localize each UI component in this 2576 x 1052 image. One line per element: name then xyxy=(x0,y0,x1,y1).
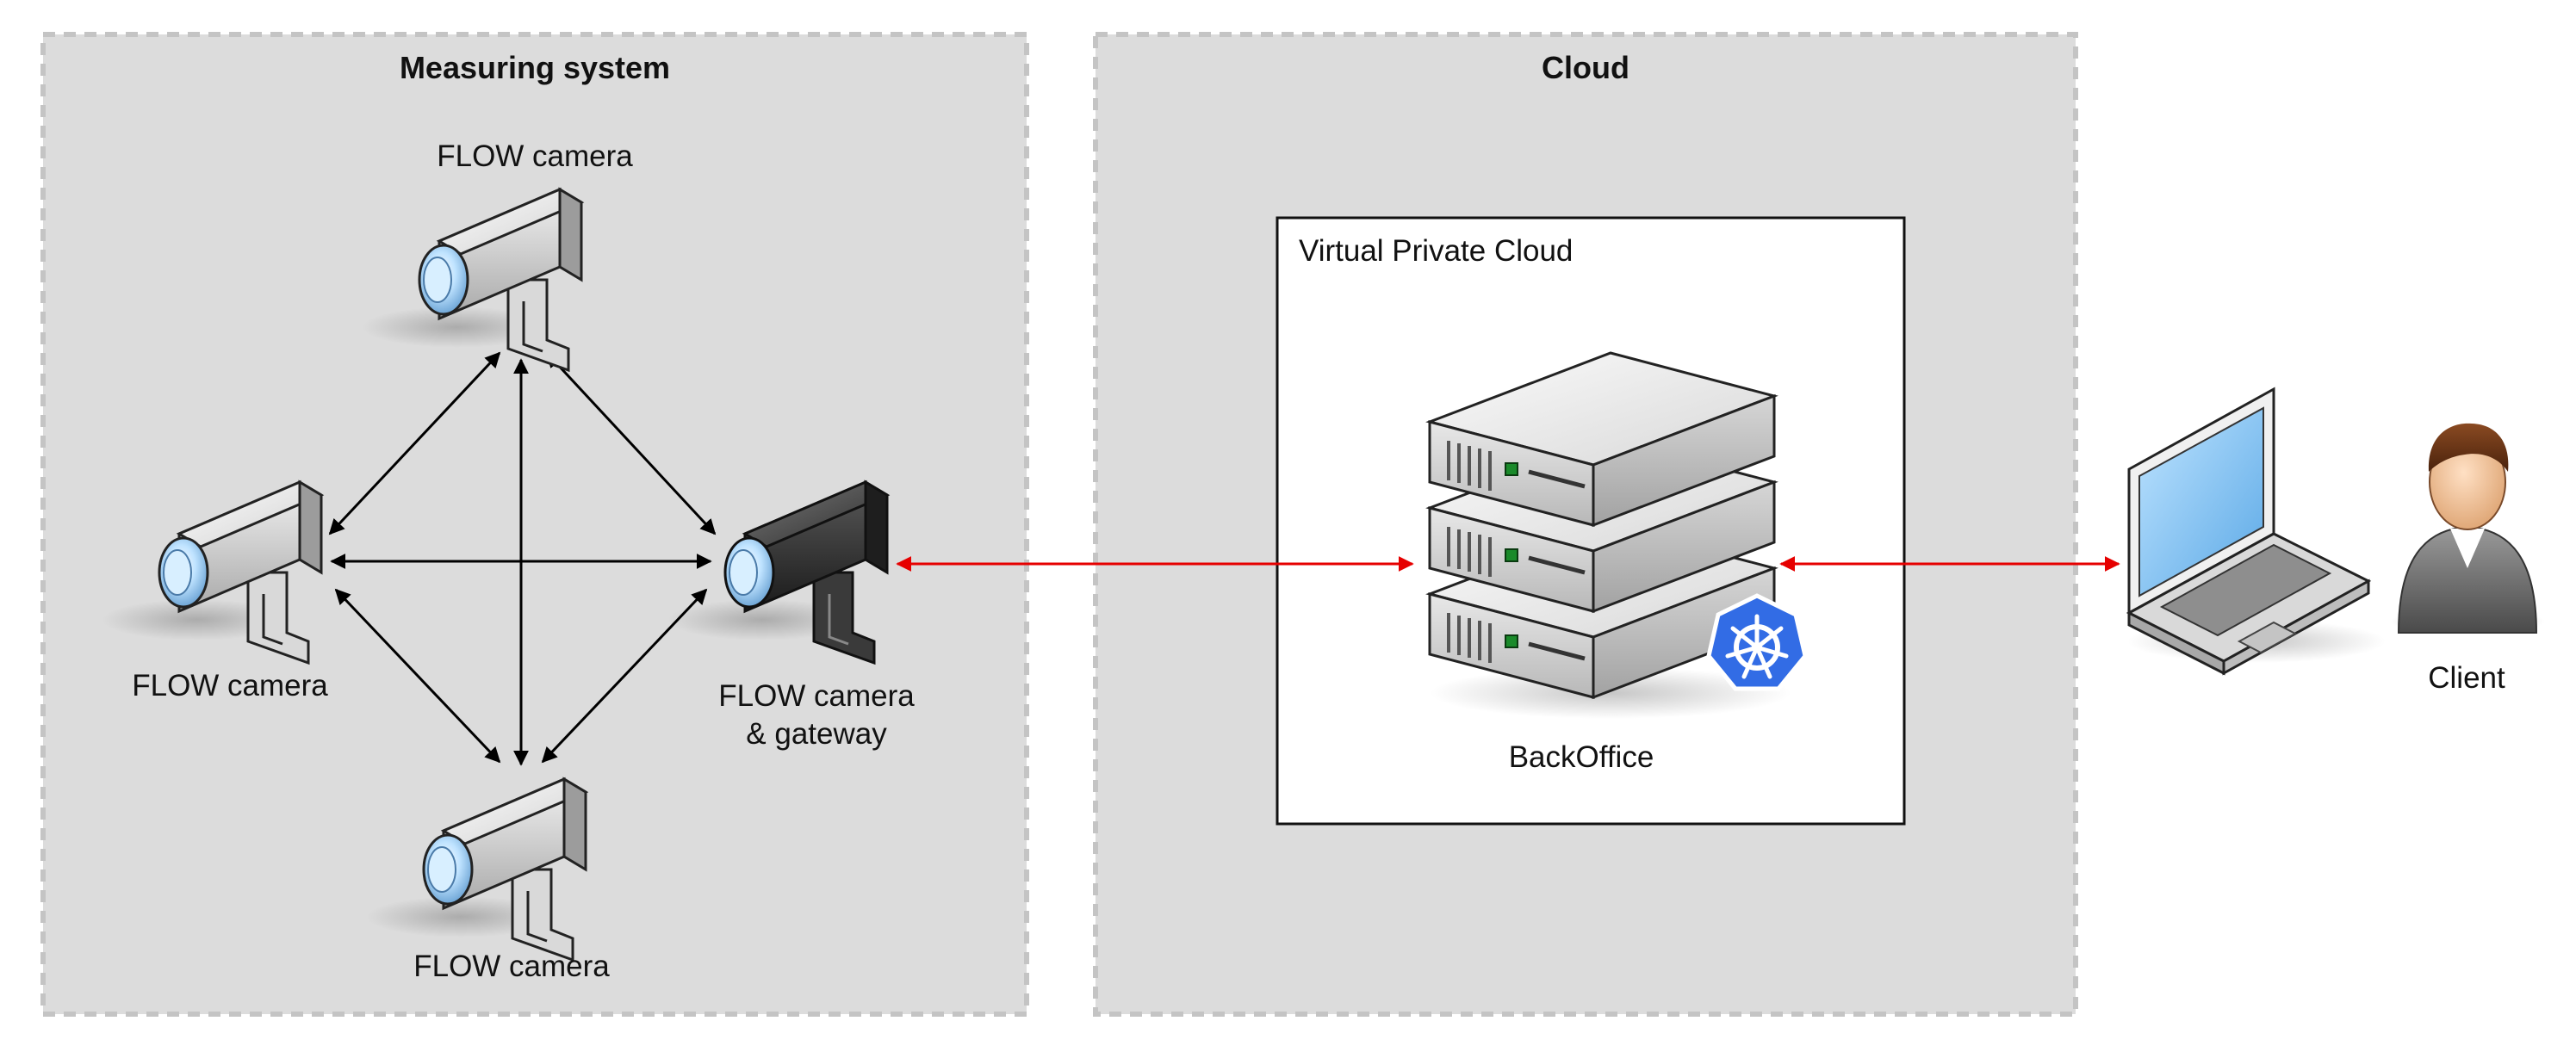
user-avatar-icon xyxy=(2390,423,2545,634)
camera-gateway: FLOW camera & gateway xyxy=(666,480,915,751)
link-top-right xyxy=(545,351,717,535)
camera-left: FLOW camera xyxy=(100,480,328,702)
camera-left-label: FLOW camera xyxy=(132,669,328,702)
camera-gateway-label-line2: & gateway xyxy=(746,717,887,751)
camera-bottom-label: FLOW camera xyxy=(413,950,610,983)
client: Client xyxy=(2126,387,2545,695)
backoffice: BackOffice xyxy=(1430,353,1808,774)
camera-gateway-label-line1: FLOW camera xyxy=(718,679,915,713)
cloud-title: Cloud xyxy=(1542,50,1629,85)
camera-top-label: FLOW camera xyxy=(437,139,633,173)
client-label: Client xyxy=(2428,661,2505,695)
camera-bottom: FLOW camera xyxy=(364,777,610,983)
link-left-bottom xyxy=(334,588,501,764)
camera-top: FLOW camera xyxy=(360,139,633,372)
mesh-links xyxy=(328,351,717,766)
kubernetes-helm-icon xyxy=(1706,593,1808,691)
measuring-system-title: Measuring system xyxy=(400,50,670,85)
link-top-left xyxy=(328,351,501,535)
vpc-title: Virtual Private Cloud xyxy=(1299,234,1573,268)
backoffice-label: BackOffice xyxy=(1509,740,1654,774)
laptop-icon xyxy=(2126,387,2386,676)
